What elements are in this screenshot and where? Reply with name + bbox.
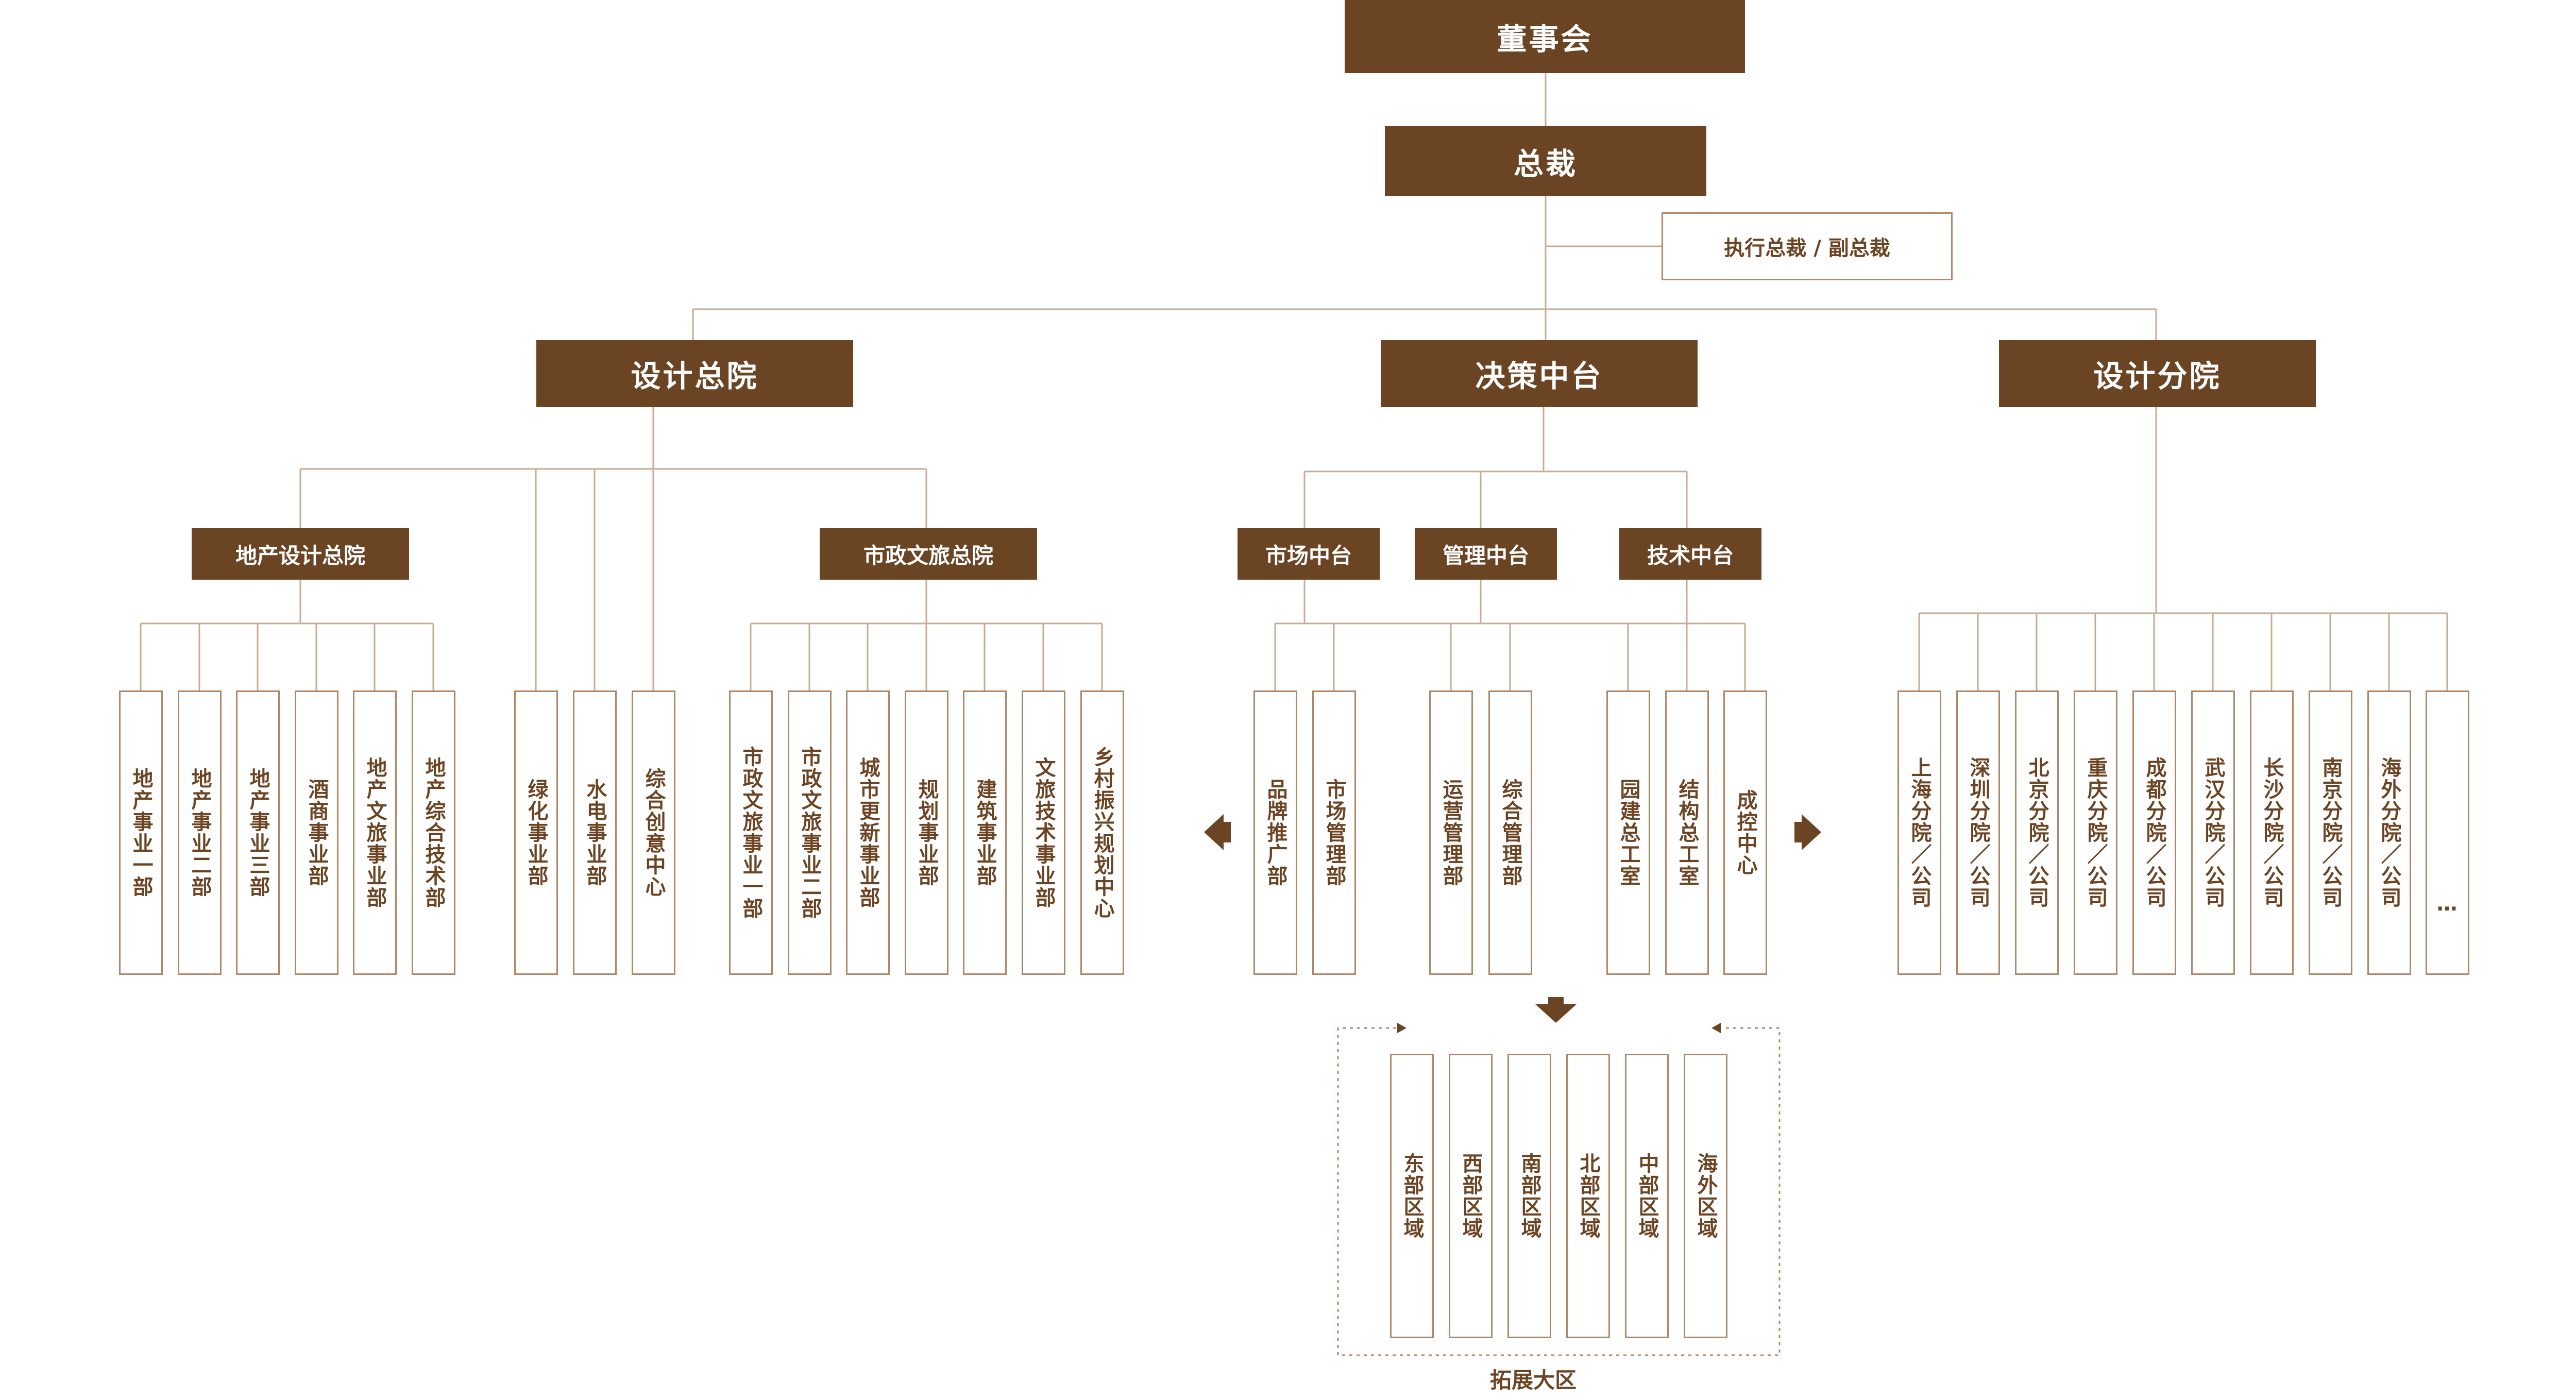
leaf-realty-2: 地产事业二部 [178, 690, 222, 975]
leaf-branch-3: 北京分院／公司 [2015, 690, 2059, 975]
node-president: 总裁 [1385, 126, 1706, 196]
leaf-market-1: 品牌推广部 [1253, 690, 1297, 975]
node-decision-center: 决策中台 [1381, 340, 1698, 407]
leaf-market-2: 市场管理部 [1312, 690, 1356, 975]
leaf-realty-3: 地产事业三部 [236, 690, 280, 975]
arrow-right-icon [1802, 814, 1821, 850]
leaf-branch-7: 长沙分院／公司 [2250, 690, 2294, 975]
leaf-realty-4: 酒商事业部 [295, 690, 338, 975]
frame-arrow-right [1711, 1023, 1721, 1033]
node-exec-vp: 执行总裁 / 副总裁 [1662, 212, 1953, 280]
region-2: 西部区域 [1449, 1054, 1493, 1338]
node-municipal: 市政文旅总院 [820, 528, 1037, 580]
node-market-center: 市场中台 [1238, 528, 1380, 580]
region-1: 东部区域 [1390, 1054, 1434, 1338]
leaf-municipal-6: 文旅技术事业部 [1022, 690, 1065, 975]
leaf-direct-3: 综合创意中心 [632, 690, 675, 975]
arrow-down-icon [1535, 1004, 1577, 1023]
leaf-branch-8: 南京分院／公司 [2309, 690, 2352, 975]
leaf-direct-2: 水电事业部 [573, 690, 617, 975]
leaf-municipal-1: 市政文旅事业一部 [729, 690, 773, 975]
leaf-branch-2: 深圳分院／公司 [1956, 690, 2000, 975]
leaf-realty-6: 地产综合技术部 [412, 690, 455, 975]
leaf-tech-1: 园建总工室 [1606, 690, 1650, 975]
frame-arrow-left [1397, 1023, 1406, 1033]
node-tech-center: 技术中台 [1619, 528, 1761, 580]
leaf-municipal-7: 乡村振兴规划中心 [1080, 690, 1124, 975]
leaf-branch-9: 海外分院／公司 [2367, 690, 2411, 975]
leaf-branch-6: 武汉分院／公司 [2191, 690, 2235, 975]
node-branch: 设计分院 [1999, 340, 2316, 407]
leaf-tech-3: 成控中心 [1723, 690, 1767, 975]
leaf-municipal-5: 建筑事业部 [963, 690, 1007, 975]
leaf-municipal-2: 市政文旅事业二部 [788, 690, 832, 975]
leaf-realty-1: 地产事业一部 [119, 690, 163, 975]
node-management-center: 管理中台 [1415, 528, 1557, 580]
region-4: 北部区域 [1566, 1054, 1610, 1338]
leaf-municipal-4: 规划事业部 [905, 690, 948, 975]
leaf-branch-1: 上海分院／公司 [1897, 690, 1941, 975]
regions-caption: 拓展大区 [1490, 1368, 1577, 1393]
node-design-hq: 设计总院 [536, 340, 853, 407]
node-board: 董事会 [1345, 0, 1745, 73]
leaf-branch-4: 重庆分院／公司 [2074, 690, 2117, 975]
region-3: 南部区域 [1507, 1054, 1551, 1338]
region-6: 海外区域 [1684, 1054, 1727, 1338]
leaf-branch-more: … [2426, 690, 2469, 975]
arrow-left-icon [1204, 814, 1224, 850]
leaf-branch-5: 成都分院／公司 [2132, 690, 2176, 975]
region-5: 中部区域 [1625, 1054, 1669, 1338]
leaf-realty-5: 地产文旅事业部 [353, 690, 397, 975]
leaf-management-2: 综合管理部 [1488, 690, 1532, 975]
leaf-direct-1: 绿化事业部 [514, 690, 558, 975]
leaf-municipal-3: 城市更新事业部 [846, 690, 890, 975]
leaf-management-1: 运营管理部 [1429, 690, 1473, 975]
node-realty-design: 地产设计总院 [192, 528, 409, 580]
leaf-tech-2: 结构总工室 [1665, 690, 1709, 975]
